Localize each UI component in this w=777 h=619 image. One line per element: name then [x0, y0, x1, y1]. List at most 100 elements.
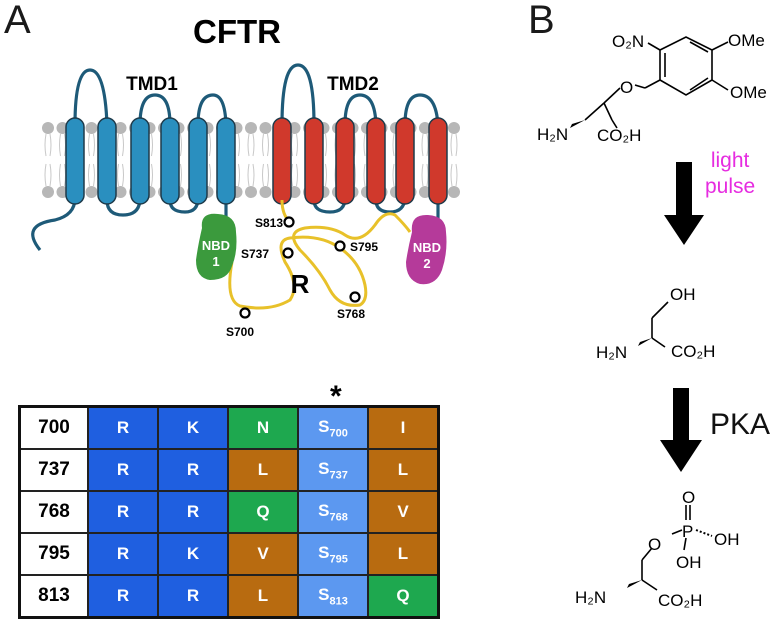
- site-s795: S795: [350, 240, 378, 254]
- residue-cell: L: [227, 448, 299, 492]
- lipid-tail: [117, 163, 124, 187]
- site-s813: S813: [255, 216, 283, 230]
- lipid-head: [419, 122, 431, 134]
- tmd1-helix: [160, 117, 180, 205]
- molecule-1: [584, 36, 729, 129]
- r-domain-label: R: [291, 269, 310, 299]
- residue-cell: N: [227, 405, 299, 450]
- residue-cell: I: [367, 405, 440, 450]
- residue-cell: L: [367, 532, 440, 576]
- m1-ome-2: OMe: [730, 83, 767, 102]
- lipid-tail: [59, 163, 66, 187]
- lipid-tail: [117, 133, 124, 157]
- residue-cell: R: [87, 490, 159, 534]
- tmd1-helix: [97, 117, 117, 205]
- serine-letter: S: [318, 416, 330, 436]
- panel-label-a: A: [4, 0, 31, 42]
- tmd2-helix: [304, 117, 324, 205]
- residue-cell: L: [227, 574, 299, 619]
- pka-label: PKA: [710, 408, 771, 441]
- nbd1-label-b: 1: [212, 254, 219, 269]
- r-domain-chain: [228, 212, 412, 310]
- serine-position: 813: [329, 595, 348, 608]
- serine-cell: S737: [297, 448, 369, 492]
- lipid-head: [114, 186, 127, 198]
- serine-marker: *: [330, 380, 342, 413]
- lipid-tail: [247, 133, 255, 157]
- nbd2-label-a: NBD: [413, 240, 441, 255]
- lipid-tail: [247, 163, 255, 187]
- residue-cell: Q: [227, 490, 299, 534]
- m2-h2n: H₂N: [596, 343, 627, 362]
- lipid-head: [448, 186, 460, 198]
- residue-number: 813: [18, 574, 89, 619]
- m3-oh-right: OH: [714, 530, 740, 549]
- residue-number: 795: [18, 532, 89, 576]
- residue-number: 700: [18, 405, 89, 450]
- serine-cell: S768: [297, 490, 369, 534]
- residue-cell: V: [367, 490, 440, 534]
- nbd1-domain: [196, 213, 237, 280]
- lipid-head: [114, 122, 127, 134]
- nbd1-label-a: NBD: [202, 238, 230, 253]
- light-pulse-line-1: light: [710, 149, 750, 172]
- lipid-tail: [421, 163, 429, 187]
- m3-oh-bottom: OH: [676, 553, 702, 572]
- lipid-tail: [291, 133, 298, 157]
- m1-ome-1: OMe: [728, 31, 765, 50]
- tmd1-label: TMD1: [126, 74, 178, 95]
- arrow-pka: [660, 388, 702, 472]
- serine-letter: S: [318, 458, 330, 478]
- m1-co2h: CO₂H: [597, 126, 641, 145]
- lipid-tail: [44, 133, 52, 157]
- tmd1-loops: [31, 68, 228, 251]
- lipid-tail: [88, 163, 95, 187]
- residue-cell: R: [157, 574, 229, 619]
- tmd2-helix: [335, 117, 355, 205]
- residue-cell: R: [87, 405, 159, 450]
- lipid-tail: [291, 163, 298, 187]
- serine-position: 795: [329, 553, 348, 566]
- tmd1-helix: [216, 117, 236, 205]
- light-pulse-line-2: pulse: [705, 175, 756, 198]
- residue-cell: Q: [367, 574, 440, 619]
- lipid-head: [448, 122, 460, 134]
- m2-co2h: CO₂H: [671, 342, 715, 361]
- serine-position: 737: [329, 469, 348, 482]
- residue-cell: R: [87, 448, 159, 492]
- m3-o-left: O: [648, 535, 661, 554]
- residue-cell: R: [87, 574, 159, 619]
- residue-cell: L: [367, 448, 440, 492]
- panel-label-b: B: [528, 0, 555, 42]
- lipid-head: [85, 186, 98, 198]
- m3-p: P: [682, 522, 693, 541]
- lipid-head: [259, 186, 272, 198]
- lipid-tail: [450, 133, 458, 157]
- serine-cell: S795: [297, 532, 369, 576]
- tmd2-label: TMD2: [327, 74, 379, 95]
- tmd1-helix: [188, 117, 208, 205]
- m1-o: O: [620, 78, 633, 97]
- serine-letter: S: [318, 542, 330, 562]
- m1-no2: O₂N: [612, 32, 644, 51]
- light-pulse-label: light pulse: [705, 148, 755, 200]
- serine-cell: S813: [297, 574, 369, 619]
- lipid-head: [259, 122, 272, 134]
- tmd2-helix: [272, 117, 292, 205]
- nbd2-domain: [406, 214, 447, 285]
- lipid-tail: [59, 133, 66, 157]
- lipid-head: [245, 122, 257, 134]
- lipid-tail: [450, 163, 458, 187]
- residue-cell: V: [227, 532, 299, 576]
- lipid-head: [42, 186, 54, 198]
- lipid-tail: [44, 163, 52, 187]
- m1-h2n: H₂N: [537, 125, 568, 144]
- cftr-title: CFTR: [193, 13, 281, 50]
- residue-cell: K: [157, 405, 229, 450]
- serine-position: 768: [329, 511, 348, 524]
